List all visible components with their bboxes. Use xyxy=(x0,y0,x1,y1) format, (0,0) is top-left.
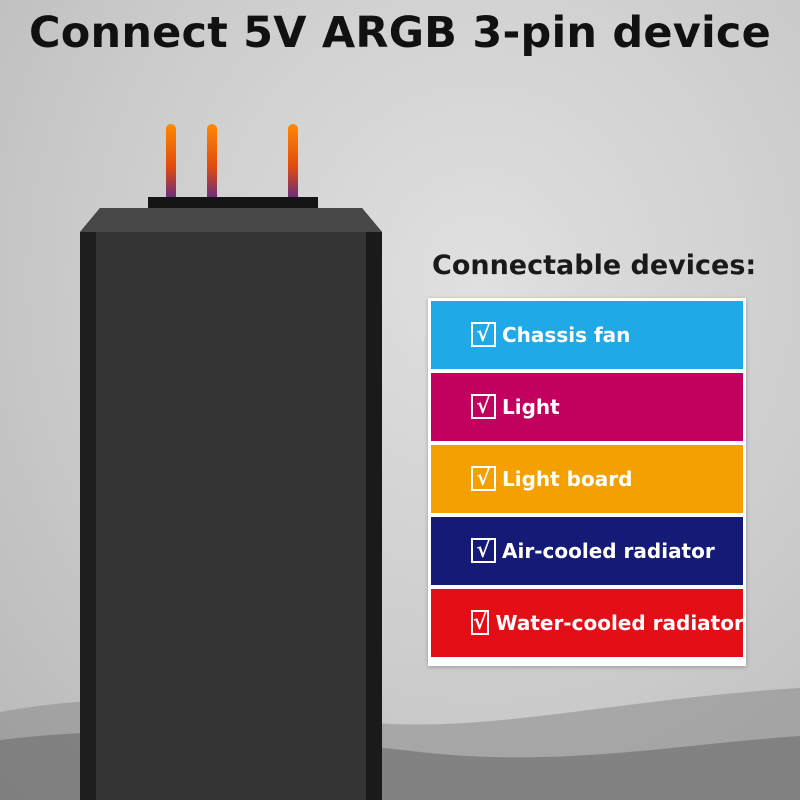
page-title: Connect 5V ARGB 3-pin device xyxy=(29,8,771,58)
checkbox-icon: √ xyxy=(471,321,496,347)
checkbox-icon: √ xyxy=(471,609,490,635)
list-item-air-cooled-radiator: √ Air-cooled radiator xyxy=(431,517,743,585)
device-list: √ Chassis fan √ Light √ Light board √ Ai… xyxy=(428,298,746,666)
device-label: Chassis fan xyxy=(502,323,631,347)
list-item-light-board: √ Light board xyxy=(431,445,743,513)
list-item-light: √ Light xyxy=(431,373,743,441)
connectable-devices-heading: Connectable devices: xyxy=(432,250,757,281)
device-label: Light xyxy=(502,395,560,419)
device-label: Water-cooled radiator xyxy=(495,611,744,635)
connector-pins xyxy=(166,124,298,202)
list-item-water-cooled-radiator: √ Water-cooled radiator xyxy=(431,589,744,657)
checkbox-icon: √ xyxy=(471,537,496,563)
list-item-chassis-fan: √ Chassis fan xyxy=(431,301,743,369)
checkbox-icon: √ xyxy=(471,393,496,419)
device-label: Air-cooled radiator xyxy=(502,539,715,563)
checkbox-icon: √ xyxy=(471,465,496,491)
device-label: Light board xyxy=(502,467,633,491)
